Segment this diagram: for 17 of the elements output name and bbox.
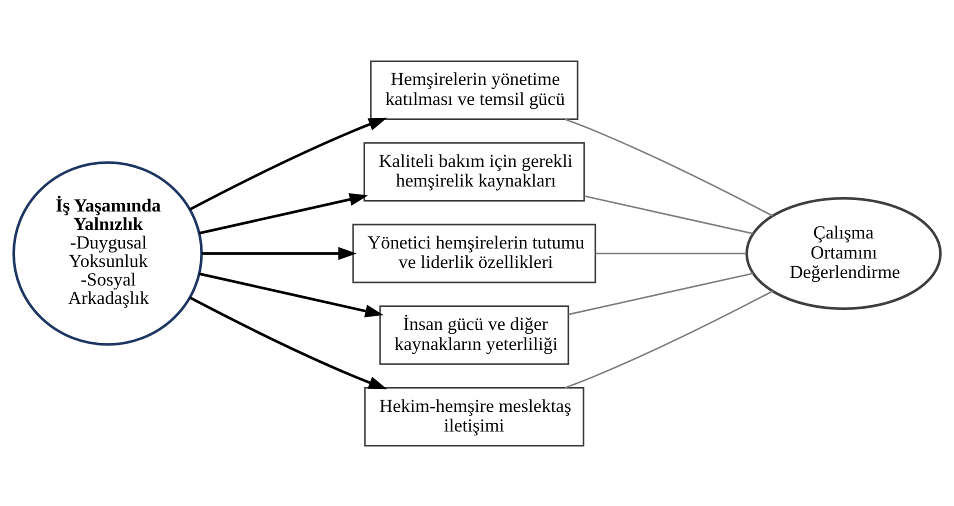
- connector: [568, 272, 754, 315]
- arrow: [199, 272, 384, 317]
- connector: [564, 118, 773, 216]
- connector: [564, 290, 773, 388]
- node-box: Yönetici hemşirelerin tutumu ve liderlik özellikleri: [352, 223, 596, 283]
- node-box: İnsan gücü ve diğer kaynakların yeterliliği: [379, 304, 570, 364]
- connector: [584, 194, 753, 234]
- node-box: Hekim-hemşire meslektaş iletişimi: [364, 386, 584, 446]
- arrow: [190, 296, 388, 389]
- node-box: Kaliteli bakım için gerekli hemşirelik kaynakları: [363, 142, 585, 202]
- arrow: [199, 192, 368, 234]
- node-box: Hemşirelerin yönetime katılması ve temsil gücü: [370, 60, 578, 120]
- connector: [596, 252, 746, 254]
- arrow: [190, 117, 388, 210]
- node-circle: İş Yaşamında Yalnızlık -Duygusal Yoksunluk -Sosyal Arkadaşlık: [12, 160, 203, 346]
- node-ellipse: Çalışma Ortamını Değerlendirme: [745, 196, 942, 310]
- arrow: [202, 246, 357, 260]
